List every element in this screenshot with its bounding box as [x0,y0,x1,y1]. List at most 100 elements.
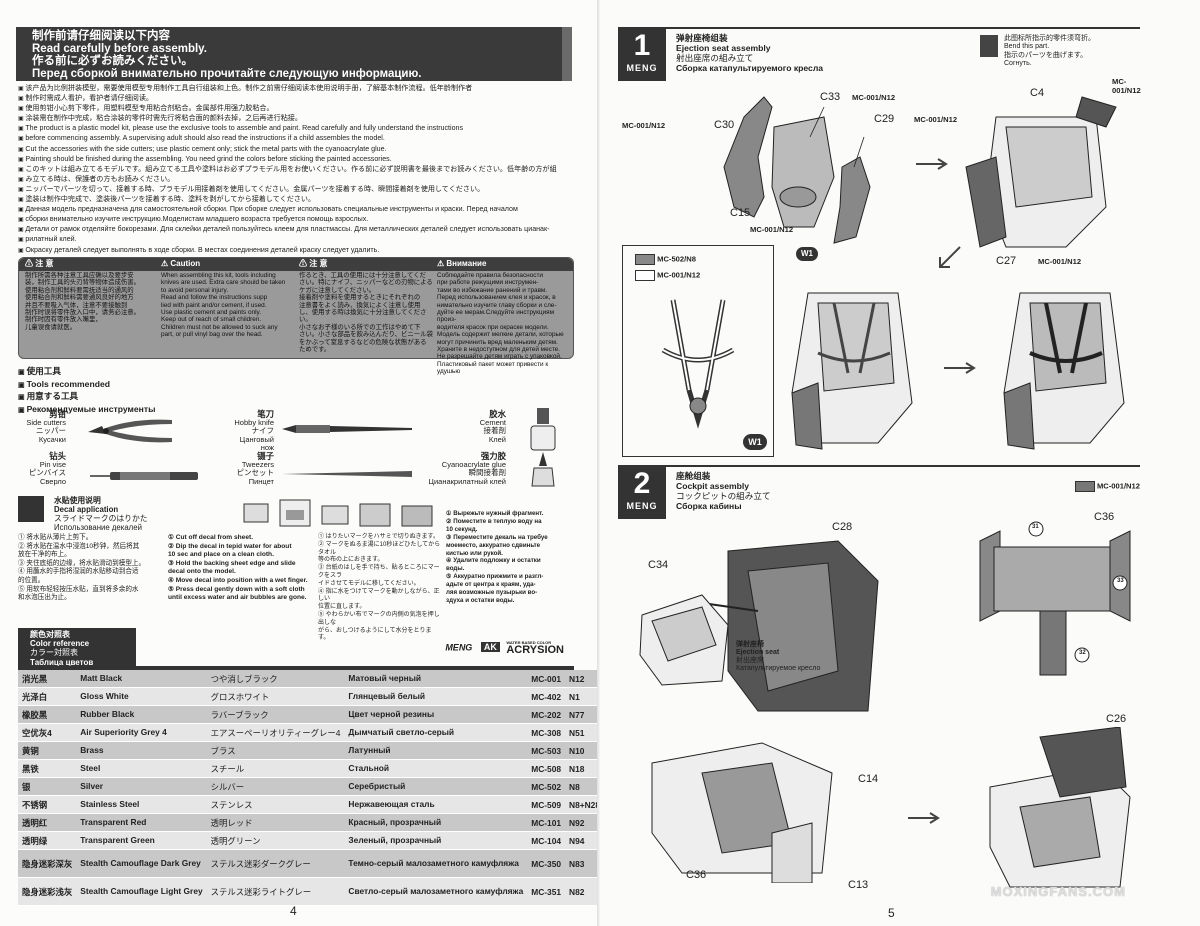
intro-line: 塗装は制作中完成で、塗装後パーツを接着する時、塗料を剥がしてから接着してください… [18,195,574,205]
tool-label-en: Hobby knife [234,417,274,427]
caution-line: Keep out of reach of small children. [161,316,262,324]
part-c36: C36 [686,869,707,881]
intro-line: Окраску деталей следует выполнять в ходе… [18,246,574,256]
color-cell-zh: 橡胶黑 [18,705,77,724]
caution-title: Caution [161,260,295,272]
tool-label-zh: 笔刀 [257,409,274,419]
tool-label-ru: Сверло [39,476,66,486]
color-cell-ru: Зеленый, прозрачный [344,831,528,850]
header-ru: Перед сборкой внимательно прочитайте сле… [32,67,422,80]
caution-line: knives are used. Extra care should be ta… [161,279,286,287]
caution-line: 接着剤や塗料を使用するときにそれぞれの [299,294,421,302]
caution-line: Храните в недоступном для детей месте. [437,346,561,354]
seat-label-zh: 弹射座椅 [736,641,764,648]
part-31: 31 [1032,524,1039,530]
instruction-header: 制作前请仔细阅读以下内容 Read carefully before assem… [16,27,572,81]
tool-label-en: Cyanoacrylate glue [441,459,506,469]
bend-note-zh: 此图标所指示的零件须弯折。 [1004,35,1095,42]
decal-step: 等の布の上におきます。 [318,557,384,564]
color-cell-en: Brass [76,741,207,760]
cement-bottle-icon [530,408,556,451]
intro-line: Painting should be finished during the a… [18,155,574,165]
caution-line: водителя красок при окраске модели. [437,323,549,331]
tool-label-en: Cement [479,417,506,427]
caution-box: 注 意 制作所需各种注意工具应确以及要步安 装，制作工具的头刃背等物体造成伤害。… [18,257,574,375]
cref-header-jp: カラー対照表 [30,648,78,658]
step-1-badge: 1 MENG [618,29,666,81]
legend-row: MC-001/N12 [635,270,700,281]
decal-step: ③ 夹住底纸的边缘，将水贴滑动到模型上。 [18,559,146,567]
header-jp: 作る前に必ずお読みください。 [32,55,193,67]
color-cell-ak: N8 [565,777,604,796]
color-cell-ru: Стальной [344,759,528,778]
caution-line: をかぶって窒息するなどの危険な状態がある [299,338,427,346]
decal-step: ⑤ 用软布轻轻按压水贴，直到将多余的水 [18,585,139,593]
part-c26: C26 [1106,713,1127,725]
step-title-jp: 射出座席の組み立て [676,53,754,63]
intro-line: ニッパーでパーツを切って、接着する時、プラモデル用接着剤を使用してください。金属… [18,185,574,195]
decal-steps-illustration [243,499,433,527]
left-page: 制作前请仔细阅读以下内容 Read carefully before assem… [0,0,600,926]
tool-label-jp: 瞬間接着剤 [468,468,507,478]
step-title-jp: コックピットの組み立て [676,491,771,501]
cockpit-complete-illustration [989,727,1131,888]
caution-col-ru: Внимание Соблюдайте правила безопасности… [437,260,571,376]
tool-label-zh: 剪钳 [49,409,66,419]
decal-step: ① 将水贴从薄片上剪下。 [18,534,93,541]
color-cell-en: Air Superiority Grey 4 [76,723,207,742]
color-cell-ak: N94 [565,831,604,850]
color-cell-ak: N8+N28 [565,795,604,814]
color-cell-ak: N77 [565,705,604,724]
decal-step: ④ 指に水をつけてマークを動かしながら、正しい [318,588,440,603]
paint-code: MC-001/N12 [1112,77,1141,95]
color-cell-jp: 透明レッド [206,813,345,832]
legend-row: MC-502/N8 [635,254,696,265]
decal-step: until excess water and air bubbles are g… [168,594,307,602]
color-cell-en: Stealth Camouflage Light Grey [76,877,207,906]
caution-line: Не разрешайте детям играть с упаковкой. [437,353,562,361]
caution-line: さい。特にナイフ、ニッパーなどの刃物による [299,279,433,287]
color-cell-mc: MC-509 [527,795,566,814]
tweezers-icon [282,471,412,477]
seat-with-harness-illustration [791,292,913,450]
caution-line: дуйте ее мерам.Следуйте инструкциям прои… [437,309,555,324]
instrument-panel-illustration [979,521,1131,676]
seat-parts-illustration [723,96,871,244]
tool-label-en: Pin vise [39,459,66,469]
decal-steps-en: ① Cut off decal from sheet. ② Dip the de… [168,534,318,603]
caution-line: さい。小さな部品を飲み込んだり、ビニール袋 [299,331,433,339]
step-number: 2 [633,467,651,500]
color-cell-zh: 透明红 [18,813,77,832]
intro-line: Данная модель предназначена для самостоя… [18,205,574,215]
step-2-title: 座舱组装 Cockpit assembly コックピットの組み立て Сборка… [676,471,771,511]
intro-line: 制作时需成人看护，看护者请仔细阅读。 [18,94,574,104]
intro-line: Детали от рамок отделяйте бокорезами. Дл… [18,225,574,235]
caution-line: When assembling this kit, tools includin… [161,272,276,279]
caution-title: 注 意 [299,260,433,272]
decal-step: ① Вырежьте нужный фрагмент. [446,510,544,517]
step-number: 1 [633,29,651,62]
meng-logo: MENG [445,642,473,653]
caution-title: 注 意 [25,260,159,272]
tool-label-ru: Пинцет [248,476,274,486]
paint-code: MC-001/N12 [750,225,794,234]
color-cell-en: Gloss White [76,687,207,706]
color-cell-mc: MC-502 [527,777,566,796]
decal-step: ④ 用蘸水的手指将湿润的水贴移动到合适 [18,568,139,576]
pin-vise-icon [90,472,198,480]
decal-section: 水贴使用说明 Decal application スライドマークのはりかた Ис… [18,496,572,641]
color-cell-jp: ブラス [206,741,345,760]
tool-label-jp: ナイフ [251,426,275,436]
decal-step: ② Поместите в теплую воду на [446,517,542,525]
color-cell-ak: N92 [565,813,604,832]
tools-header-jp: 用意する工具 [18,391,155,404]
ejection-seat-label: 弹射座椅 Ejection seat 射出座席 Катапультируемое… [736,641,820,673]
color-cell-zh: 隐身迷彩浅灰 [18,877,77,906]
color-reference-rule [18,666,574,670]
decal-step: ③ Hold the backing sheet edge and slide [168,559,296,567]
color-cell-en: Stainless Steel [76,795,207,814]
intro-line: 涂装需在制作中完成，粘合涂装的零件时需先行将粘合面的颜料去掉，之后再进行粘接。 [18,114,574,124]
caution-line: Read and follow the instructions supp [161,294,268,302]
